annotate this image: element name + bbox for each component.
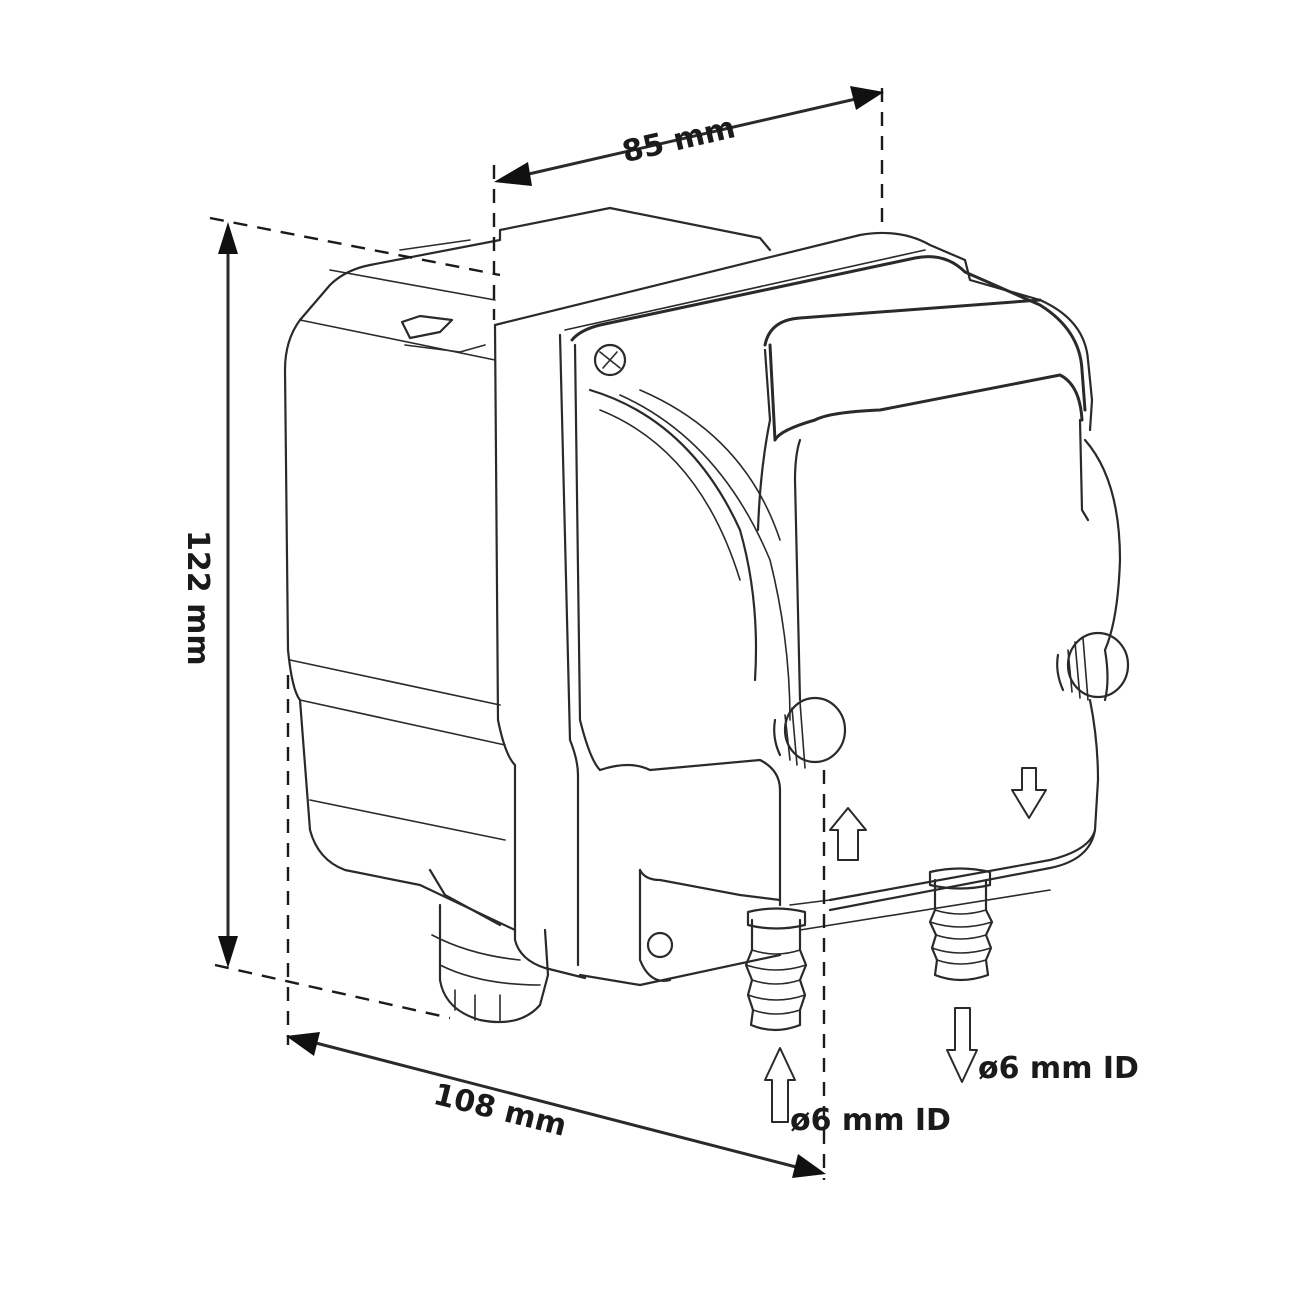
outlet-barb <box>928 867 994 982</box>
adjustment-knob-left <box>773 696 847 769</box>
dim-depth-label: 85 mm <box>619 110 739 170</box>
inlet-label: ø6 mm ID <box>790 1103 951 1138</box>
dim-depth <box>492 86 884 320</box>
flow-down-icon <box>1011 767 1047 819</box>
dim-width-label: 108 mm <box>430 1077 570 1144</box>
dim-height <box>209 216 501 1020</box>
dim-height-label: 122 mm <box>180 530 215 666</box>
dim-width <box>286 675 826 1180</box>
outlet-arrow-icon <box>946 1007 978 1083</box>
outlet-label: ø6 mm ID <box>978 1051 1139 1086</box>
motor-housing <box>283 206 772 932</box>
flow-up-icon <box>829 807 867 861</box>
inlet-barb <box>744 907 808 1032</box>
cable-gland <box>428 868 550 1024</box>
pump-head <box>493 231 1122 987</box>
adjustment-knob-right <box>1056 631 1130 701</box>
inlet-arrow-icon <box>764 1047 796 1123</box>
